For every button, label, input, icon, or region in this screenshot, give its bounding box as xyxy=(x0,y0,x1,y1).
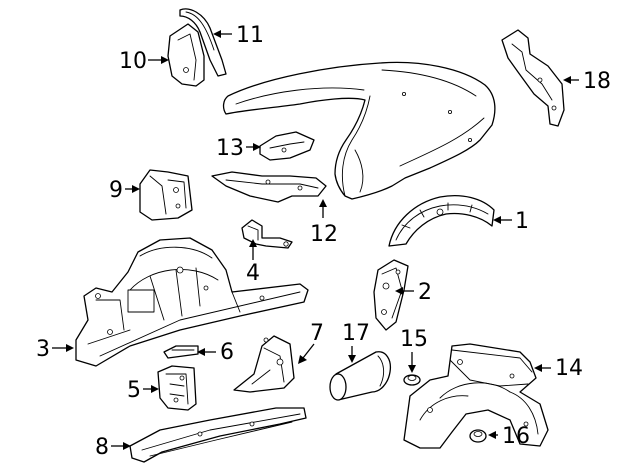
part-4-bracket xyxy=(241,219,293,249)
callout-16-arrow-icon xyxy=(488,431,496,439)
part-3-inner-structure xyxy=(75,237,309,367)
part-1-wheelhouse-liner xyxy=(388,195,495,247)
callout-1: 1 xyxy=(493,209,529,234)
callout-8: 8 xyxy=(95,435,131,460)
part-17-insulator xyxy=(329,351,392,401)
callout-13: 13 xyxy=(216,136,261,161)
callout-15: 15 xyxy=(400,327,428,373)
callout-7: 7 xyxy=(298,321,324,364)
callout-18: 18 xyxy=(563,69,611,94)
callout-11-arrow-icon xyxy=(213,30,221,38)
part-10-bracket xyxy=(167,23,205,87)
callout-11: 11 xyxy=(213,23,264,48)
callout-18-arrow-icon xyxy=(563,76,571,84)
part-2-bracket xyxy=(373,259,409,331)
callout-4: 4 xyxy=(246,239,260,286)
callout-15-number: 15 xyxy=(400,327,428,352)
callout-5-arrow-icon xyxy=(151,385,159,393)
callout-8-number: 8 xyxy=(95,435,109,460)
callout-1-arrow-icon xyxy=(493,216,501,224)
callout-5-number: 5 xyxy=(127,378,141,403)
part-14-wheelhouse-assembly xyxy=(403,343,549,449)
callout-17-arrow-icon xyxy=(348,355,356,363)
callout-2: 2 xyxy=(395,280,432,305)
callout-10-arrow-icon xyxy=(161,56,169,64)
callout-9: 9 xyxy=(109,178,140,203)
callout-6-number: 6 xyxy=(220,340,234,365)
callout-18-number: 18 xyxy=(583,69,611,94)
callout-7-number: 7 xyxy=(310,321,324,346)
callout-7-arrow-icon xyxy=(298,355,307,364)
part-18-bracket xyxy=(501,29,565,127)
quarter-panel xyxy=(222,61,496,200)
callout-3-number: 3 xyxy=(36,337,50,362)
callout-7-leader xyxy=(302,343,315,359)
callout-2-number: 2 xyxy=(418,280,432,305)
callout-2-arrow-icon xyxy=(395,287,403,295)
callout-1-number: 1 xyxy=(515,209,529,234)
part-6-plate xyxy=(163,345,199,359)
callout-14-number: 14 xyxy=(555,356,583,381)
callout-4-number: 4 xyxy=(246,261,260,286)
part-15-fastener xyxy=(403,374,421,386)
callout-6: 6 xyxy=(197,340,234,365)
part-9-bracket xyxy=(139,169,193,221)
callout-12-arrow-icon xyxy=(319,199,327,207)
callout-8-arrow-icon xyxy=(123,442,131,450)
callout-13-arrow-icon xyxy=(253,143,261,151)
callout-12-number: 12 xyxy=(310,222,338,247)
callout-16: 16 xyxy=(488,424,530,449)
callout-15-arrow-icon xyxy=(408,365,416,373)
callout-6-arrow-icon xyxy=(197,348,205,356)
callout-9-arrow-icon xyxy=(132,185,140,193)
part-11-strip xyxy=(179,8,227,77)
callout-3-arrow-icon xyxy=(66,344,74,352)
callout-3: 3 xyxy=(36,337,74,362)
part-13-bracket xyxy=(259,131,315,161)
callout-14: 14 xyxy=(534,356,583,381)
part-16-grommet xyxy=(469,429,487,443)
callout-12: 12 xyxy=(310,199,338,247)
callout-14-arrow-icon xyxy=(534,364,542,372)
callout-16-number: 16 xyxy=(502,424,530,449)
callout-13-number: 13 xyxy=(216,136,244,161)
part-7-bracket xyxy=(233,335,295,393)
callout-10: 10 xyxy=(119,49,169,74)
callout-4-arrow-icon xyxy=(249,239,257,247)
part-8-lower-rail xyxy=(129,407,307,463)
callout-9-number: 9 xyxy=(109,178,123,203)
part-5-reinforcement xyxy=(157,365,197,411)
part-12-bracket xyxy=(211,171,327,203)
callout-5: 5 xyxy=(127,378,159,403)
callout-10-number: 10 xyxy=(119,49,147,74)
callout-17: 17 xyxy=(342,321,370,363)
callout-17-number: 17 xyxy=(342,321,370,346)
callout-11-number: 11 xyxy=(236,23,264,48)
